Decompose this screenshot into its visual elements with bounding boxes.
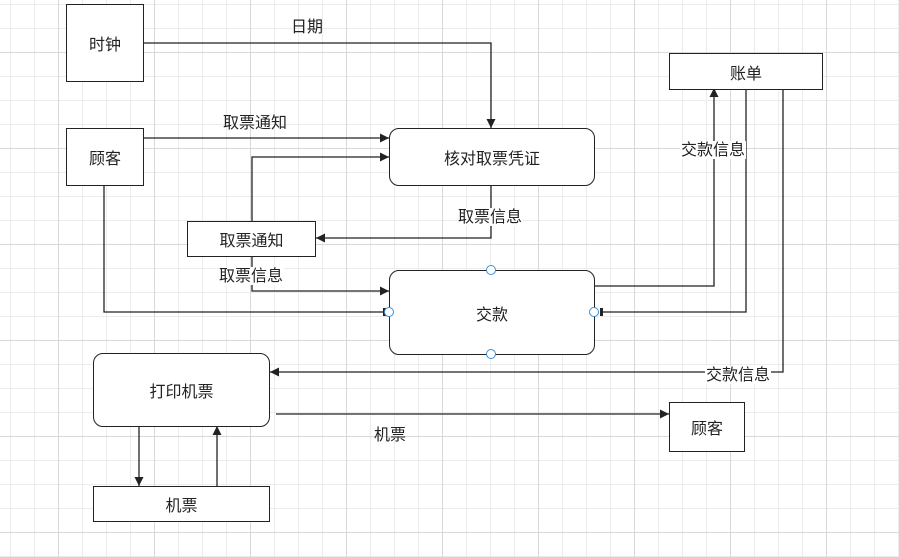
data-store-bill[interactable]: 账单 [669,53,823,90]
edge-payment-to-bill [595,88,719,287]
external-entity-clock[interactable]: 时钟 [66,4,144,82]
connection-port-left[interactable] [384,307,394,317]
edge-label-pickup-notice: 取票通知 [223,113,288,132]
data-store-pickup-notice[interactable]: 取票通知 [187,221,316,257]
edge-label-pickup-info-payment: 取票信息 [218,266,285,285]
edge-bill-to-print [270,89,784,377]
edge-label-date: 日期 [291,17,324,36]
edge-customer-to-payment [103,185,385,313]
edge-bill-to-payment [601,89,747,313]
process-verify-voucher[interactable]: 核对取票凭证 [389,128,595,186]
edge-label-ticket: 机票 [374,425,407,444]
edge-notice-store-to-verify [251,152,389,222]
external-entity-customer[interactable]: 顾客 [66,128,144,186]
edge-label-pickup-info-verify: 取票信息 [457,207,524,226]
edge-label-payment-info-bill: 交款信息 [680,140,747,159]
process-print-ticket[interactable]: 打印机票 [93,353,270,427]
edge-clock-to-verify [143,42,496,128]
external-entity-customer-receiver[interactable]: 顾客 [669,402,745,452]
edge-label-payment-info-print: 交款信息 [705,365,772,384]
connection-port-right[interactable] [589,307,599,317]
edge-verify-to-notice-store [316,185,492,243]
process-payment[interactable]: 交款 [389,270,595,355]
data-store-ticket[interactable]: 机票 [93,486,270,522]
connection-port-bottom[interactable] [486,349,496,359]
connection-port-top[interactable] [486,265,496,275]
